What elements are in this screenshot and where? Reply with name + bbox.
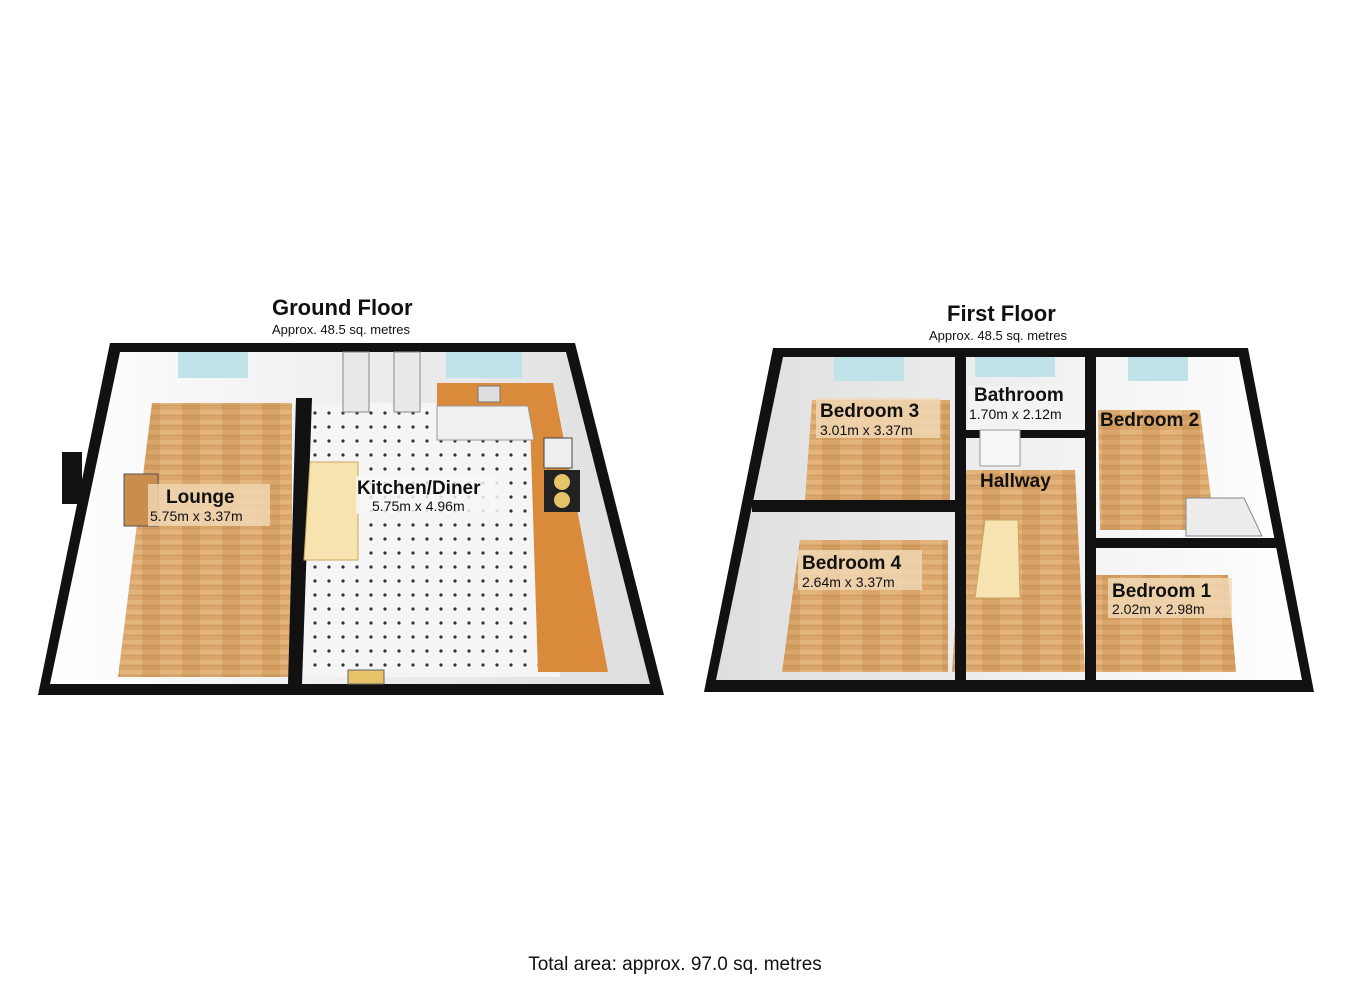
room-dims-bathroom: 1.70m x 2.12m (969, 406, 1062, 422)
room-label-lounge: Lounge (166, 487, 235, 508)
room-dims-bedroom-3: 3.01m x 3.37m (820, 422, 913, 438)
chimney-breast (62, 452, 82, 504)
label-backdrop (148, 484, 270, 526)
room-label-bedroom-1: Bedroom 1 (1112, 581, 1212, 602)
bathroom-window (975, 357, 1055, 377)
room-label-bathroom: Bathroom (974, 385, 1064, 406)
bathroom-door (979, 429, 1021, 467)
partition-wall (752, 500, 958, 512)
room-dims-kitchen-diner: 5.75m x 4.96m (372, 498, 465, 514)
room-label-kitchen-diner: Kitchen/Diner (357, 478, 481, 499)
rear-door-right (393, 351, 421, 413)
label-backdrop (798, 550, 922, 590)
room-label-bedroom-2: Bedroom 2 (1100, 410, 1199, 431)
kitchen-sink (477, 385, 501, 403)
room-dims-lounge: 5.75m x 3.37m (150, 508, 243, 524)
first-floor-stairs (974, 519, 1021, 599)
front-window-gap (1084, 680, 1108, 692)
room-labels: Lounge 5.75m x 3.37m Kitchen/Diner 5.75m… (148, 385, 1232, 618)
lounge-floor (118, 403, 292, 677)
kitchen-units (436, 405, 535, 441)
partition-wall (1085, 357, 1096, 680)
first-floor-title: First Floor (947, 301, 1056, 326)
cooker-hotplate (554, 474, 570, 490)
room-dims-bedroom-4: 2.64m x 3.37m (802, 574, 895, 590)
ground-floor-plan (38, 343, 664, 695)
bedroom-3-window (834, 357, 904, 381)
partition-wall (955, 357, 966, 680)
ground-floor-stairs (303, 461, 359, 561)
lounge-kitchen-partition (288, 398, 312, 684)
lounge-window (178, 352, 248, 378)
total-area: Total area: approx. 97.0 sq. metres (528, 954, 822, 975)
room-label-hallway: Hallway (980, 471, 1051, 492)
bedroom-2-window (1128, 357, 1188, 381)
partition-wall (1085, 538, 1278, 548)
bathroom-floor (968, 386, 1085, 430)
label-backdrop (356, 476, 500, 514)
room-dims-bedroom-1: 2.02m x 2.98m (1112, 601, 1205, 617)
ground-floor-area: Approx. 48.5 sq. metres (272, 322, 411, 337)
rear-door-left (342, 351, 370, 413)
wardrobe (1185, 497, 1263, 537)
first-floor-area: Approx. 48.5 sq. metres (929, 328, 1068, 343)
cooker-hotplate (554, 492, 570, 508)
ground-floor-title: Ground Floor (272, 295, 413, 320)
front-window-gap (230, 684, 290, 695)
room-label-bedroom-3: Bedroom 3 (820, 401, 919, 422)
cooker-hob (543, 437, 573, 469)
front-door (347, 669, 385, 685)
front-window-gap (884, 680, 948, 692)
label-backdrop (816, 398, 940, 438)
label-backdrop (1108, 578, 1232, 618)
kitchen-window (446, 352, 522, 378)
front-window-gap (410, 684, 456, 695)
room-label-bedroom-4: Bedroom 4 (802, 553, 902, 574)
kitchen-floor (300, 403, 560, 677)
